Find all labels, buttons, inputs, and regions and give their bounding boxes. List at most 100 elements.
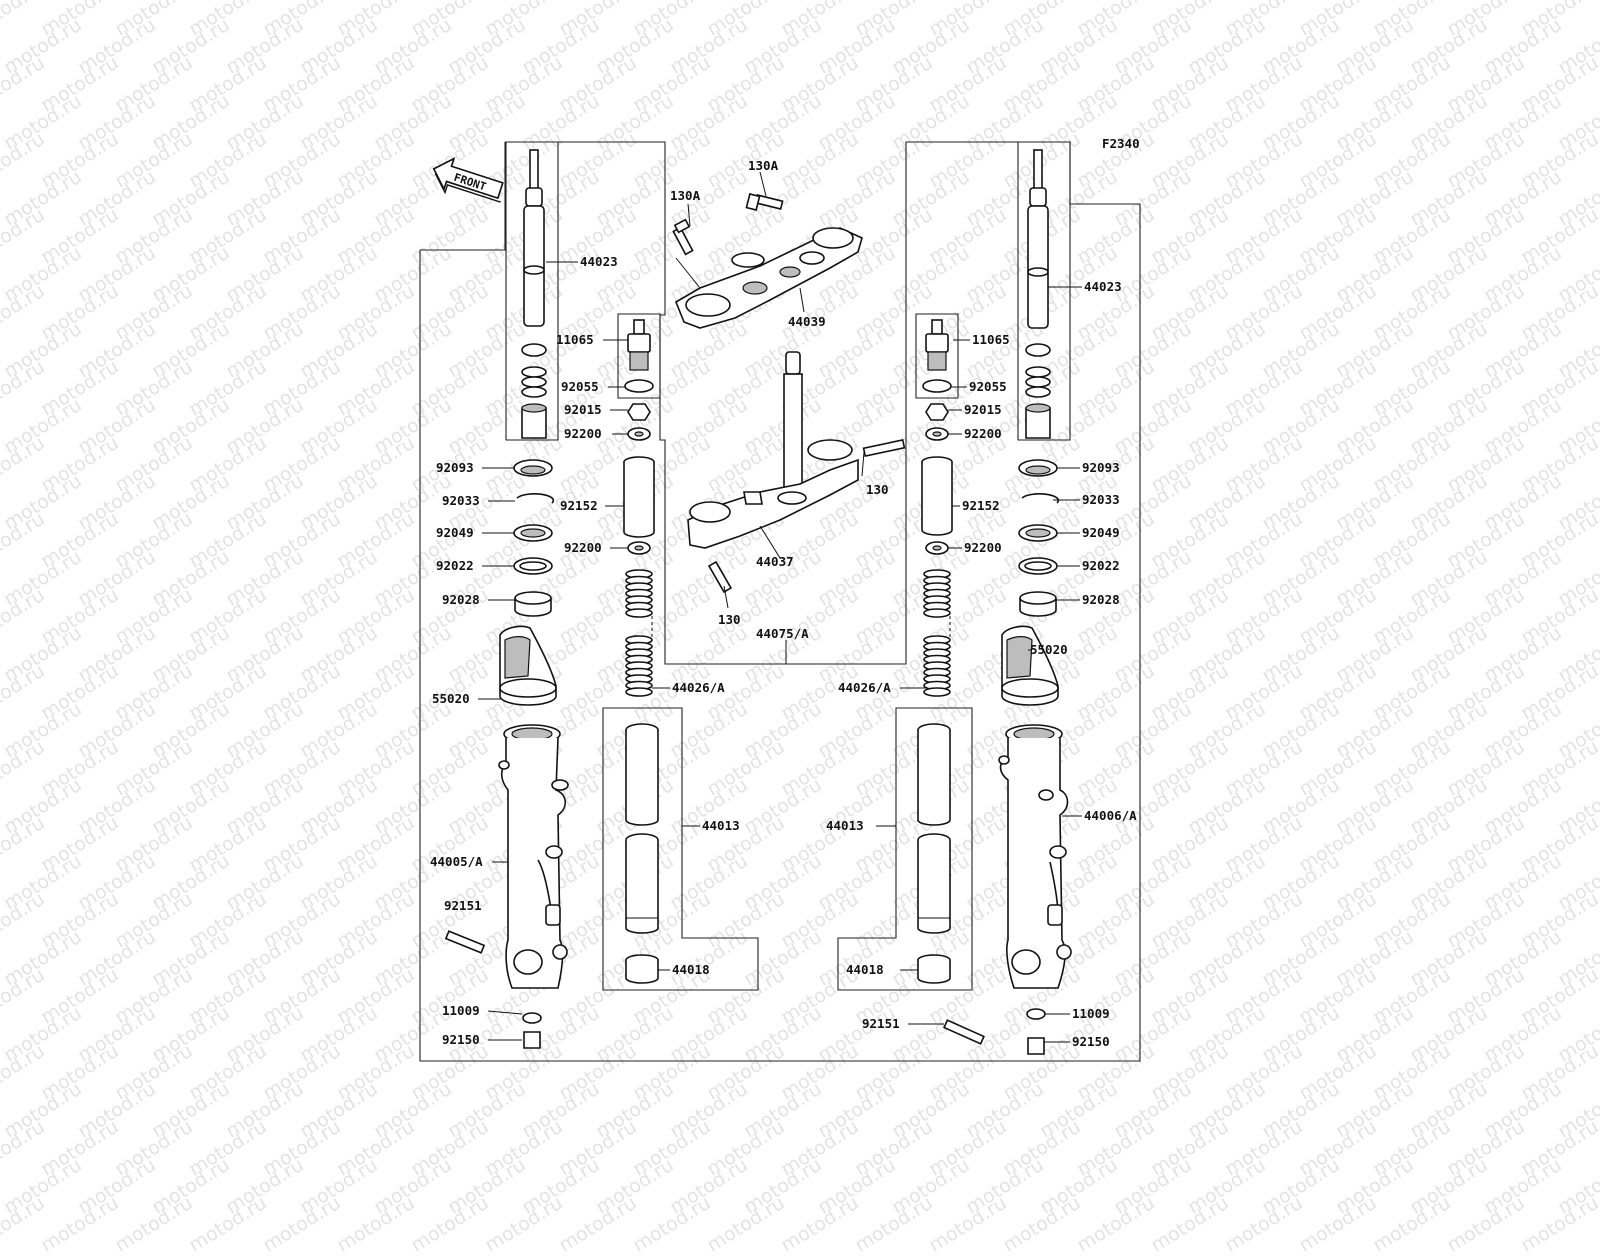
spring-left-lower: [625, 635, 653, 697]
watermark-text: motod.ru: [0, 1191, 49, 1257]
label-44026a-right: 44026/A: [838, 680, 891, 695]
inner-tube-right: [917, 723, 951, 984]
label-44023-left: 44023: [580, 254, 618, 269]
damper-rod-left: [521, 149, 547, 439]
label-92200-right-bottom: 92200: [964, 540, 1002, 555]
label-92049-right: 92049: [1082, 525, 1120, 540]
label-130-lower: 130: [718, 612, 741, 627]
label-44005a: 44005/A: [430, 854, 483, 869]
label-92033-left: 92033: [442, 493, 480, 508]
watermark-text: motod.ru: [259, 1191, 345, 1257]
label-92033-right: 92033: [1082, 492, 1120, 507]
left-inner-tube-box: [602, 707, 759, 991]
label-92015-left: 92015: [564, 402, 602, 417]
label-130a-right: 130A: [748, 158, 779, 173]
inner-tube-left: [625, 723, 659, 984]
watermark-text: motod.ru: [111, 1191, 197, 1257]
label-44026a-left: 44026/A: [672, 680, 725, 695]
label-92055-right: 92055: [969, 379, 1007, 394]
label-44018-right: 44018: [846, 962, 884, 977]
fork-cap-right: [922, 319, 952, 393]
watermark-text: motod.ru: [777, 1191, 863, 1257]
fork-springs: [625, 569, 951, 697]
label-92093-right: 92093: [1082, 460, 1120, 475]
label-130a-left: 130A: [670, 188, 701, 203]
label-92022-right: 92022: [1082, 558, 1120, 573]
label-92200-right-top: 92200: [964, 426, 1002, 441]
watermark-text: motod.ru: [1147, 1191, 1233, 1257]
label-11065-left: 11065: [556, 332, 594, 347]
left-damper-box: [505, 141, 559, 441]
label-44075a: 44075/A: [756, 626, 809, 641]
steering-stem: [687, 351, 906, 594]
label-92093-left: 92093: [436, 460, 474, 475]
watermark-text: motod.ru: [333, 1191, 419, 1257]
label-92152-right: 92152: [962, 498, 1000, 513]
left-cap-box: [617, 313, 661, 399]
watermark-text: motod.ru: [851, 1191, 937, 1257]
label-92200-left-bottom: 92200: [564, 540, 602, 555]
label-92151-left: 92151: [444, 898, 482, 913]
spacer-tube-right: [921, 456, 953, 555]
label-92022-left: 92022: [436, 558, 474, 573]
figure-code: F2340: [1102, 136, 1140, 151]
watermark-text: motod.ru: [555, 1191, 641, 1257]
nut-washer-right: [925, 403, 949, 441]
label-44037: 44037: [756, 554, 794, 569]
label-92049-left: 92049: [436, 525, 474, 540]
label-92150-left: 92150: [442, 1032, 480, 1047]
label-92200-left-top: 92200: [564, 426, 602, 441]
front-arrow: FRONT: [432, 157, 504, 203]
exploded-view: F2340 FRONT: [419, 136, 1141, 1062]
fork-guard-left: [499, 625, 557, 706]
label-92015-right: 92015: [964, 402, 1002, 417]
fork-cap-left: [624, 319, 654, 393]
label-92028-right: 92028: [1082, 592, 1120, 607]
label-92151-right: 92151: [862, 1016, 900, 1031]
watermark-text: motod.ru: [925, 1191, 1011, 1257]
watermark-text: motod.ru: [1295, 1191, 1381, 1257]
watermark-text: motod.ru: [999, 1191, 1085, 1257]
label-44018-left: 44018: [672, 962, 710, 977]
label-55020-left: 55020: [432, 691, 470, 706]
watermark-text: motod.ru: [1369, 1191, 1455, 1257]
label-11009-right: 11009: [1072, 1006, 1110, 1021]
watermark-text: motod.ru: [407, 1191, 493, 1257]
upper-bracket: [672, 193, 863, 329]
watermark-text: motod.ru: [481, 1191, 567, 1257]
label-44013-right: 44013: [826, 818, 864, 833]
watermark-text: motod.ru: [1073, 1191, 1159, 1257]
part-labels: 44023 44023 11065 11065 92055 92055 9201…: [430, 158, 1137, 1049]
right-inner-tube-box: [837, 707, 973, 991]
label-44023-right: 44023: [1084, 279, 1122, 294]
nut-washer-left: [627, 403, 651, 441]
label-44013-left: 44013: [702, 818, 740, 833]
label-11065-right: 11065: [972, 332, 1010, 347]
assembly-frames: F2340: [419, 136, 1141, 1062]
damper-rod-right: [1025, 149, 1051, 439]
label-92150-right: 92150: [1072, 1034, 1110, 1049]
watermark-text: motod.ru: [703, 1191, 789, 1257]
seals-right: [1018, 459, 1060, 617]
spring-left-upper: [625, 569, 653, 618]
label-11009-left: 11009: [442, 1003, 480, 1018]
watermark-text: motod.ru: [629, 1191, 715, 1257]
spring-right-lower: [923, 635, 951, 697]
watermark-text: motod.ru: [37, 1191, 123, 1257]
watermark-text: motod.ru: [1443, 1191, 1529, 1257]
watermark-text: motod.ru: [185, 1191, 271, 1257]
outer-tube-right: [998, 724, 1072, 989]
watermark-text: motod.ru: [1517, 1191, 1600, 1257]
label-55020-right: 55020: [1030, 642, 1068, 657]
outer-tube-left: [498, 724, 569, 989]
leader-lines: [478, 171, 1082, 1043]
label-92028-left: 92028: [442, 592, 480, 607]
label-44006a: 44006/A: [1084, 808, 1137, 823]
spring-right-upper: [923, 569, 951, 618]
fork-guard-right: [1001, 625, 1059, 706]
spacer-tube-left: [623, 456, 655, 555]
right-damper-box: [1017, 141, 1071, 441]
label-92055-left: 92055: [561, 379, 599, 394]
seals-left: [513, 459, 555, 617]
